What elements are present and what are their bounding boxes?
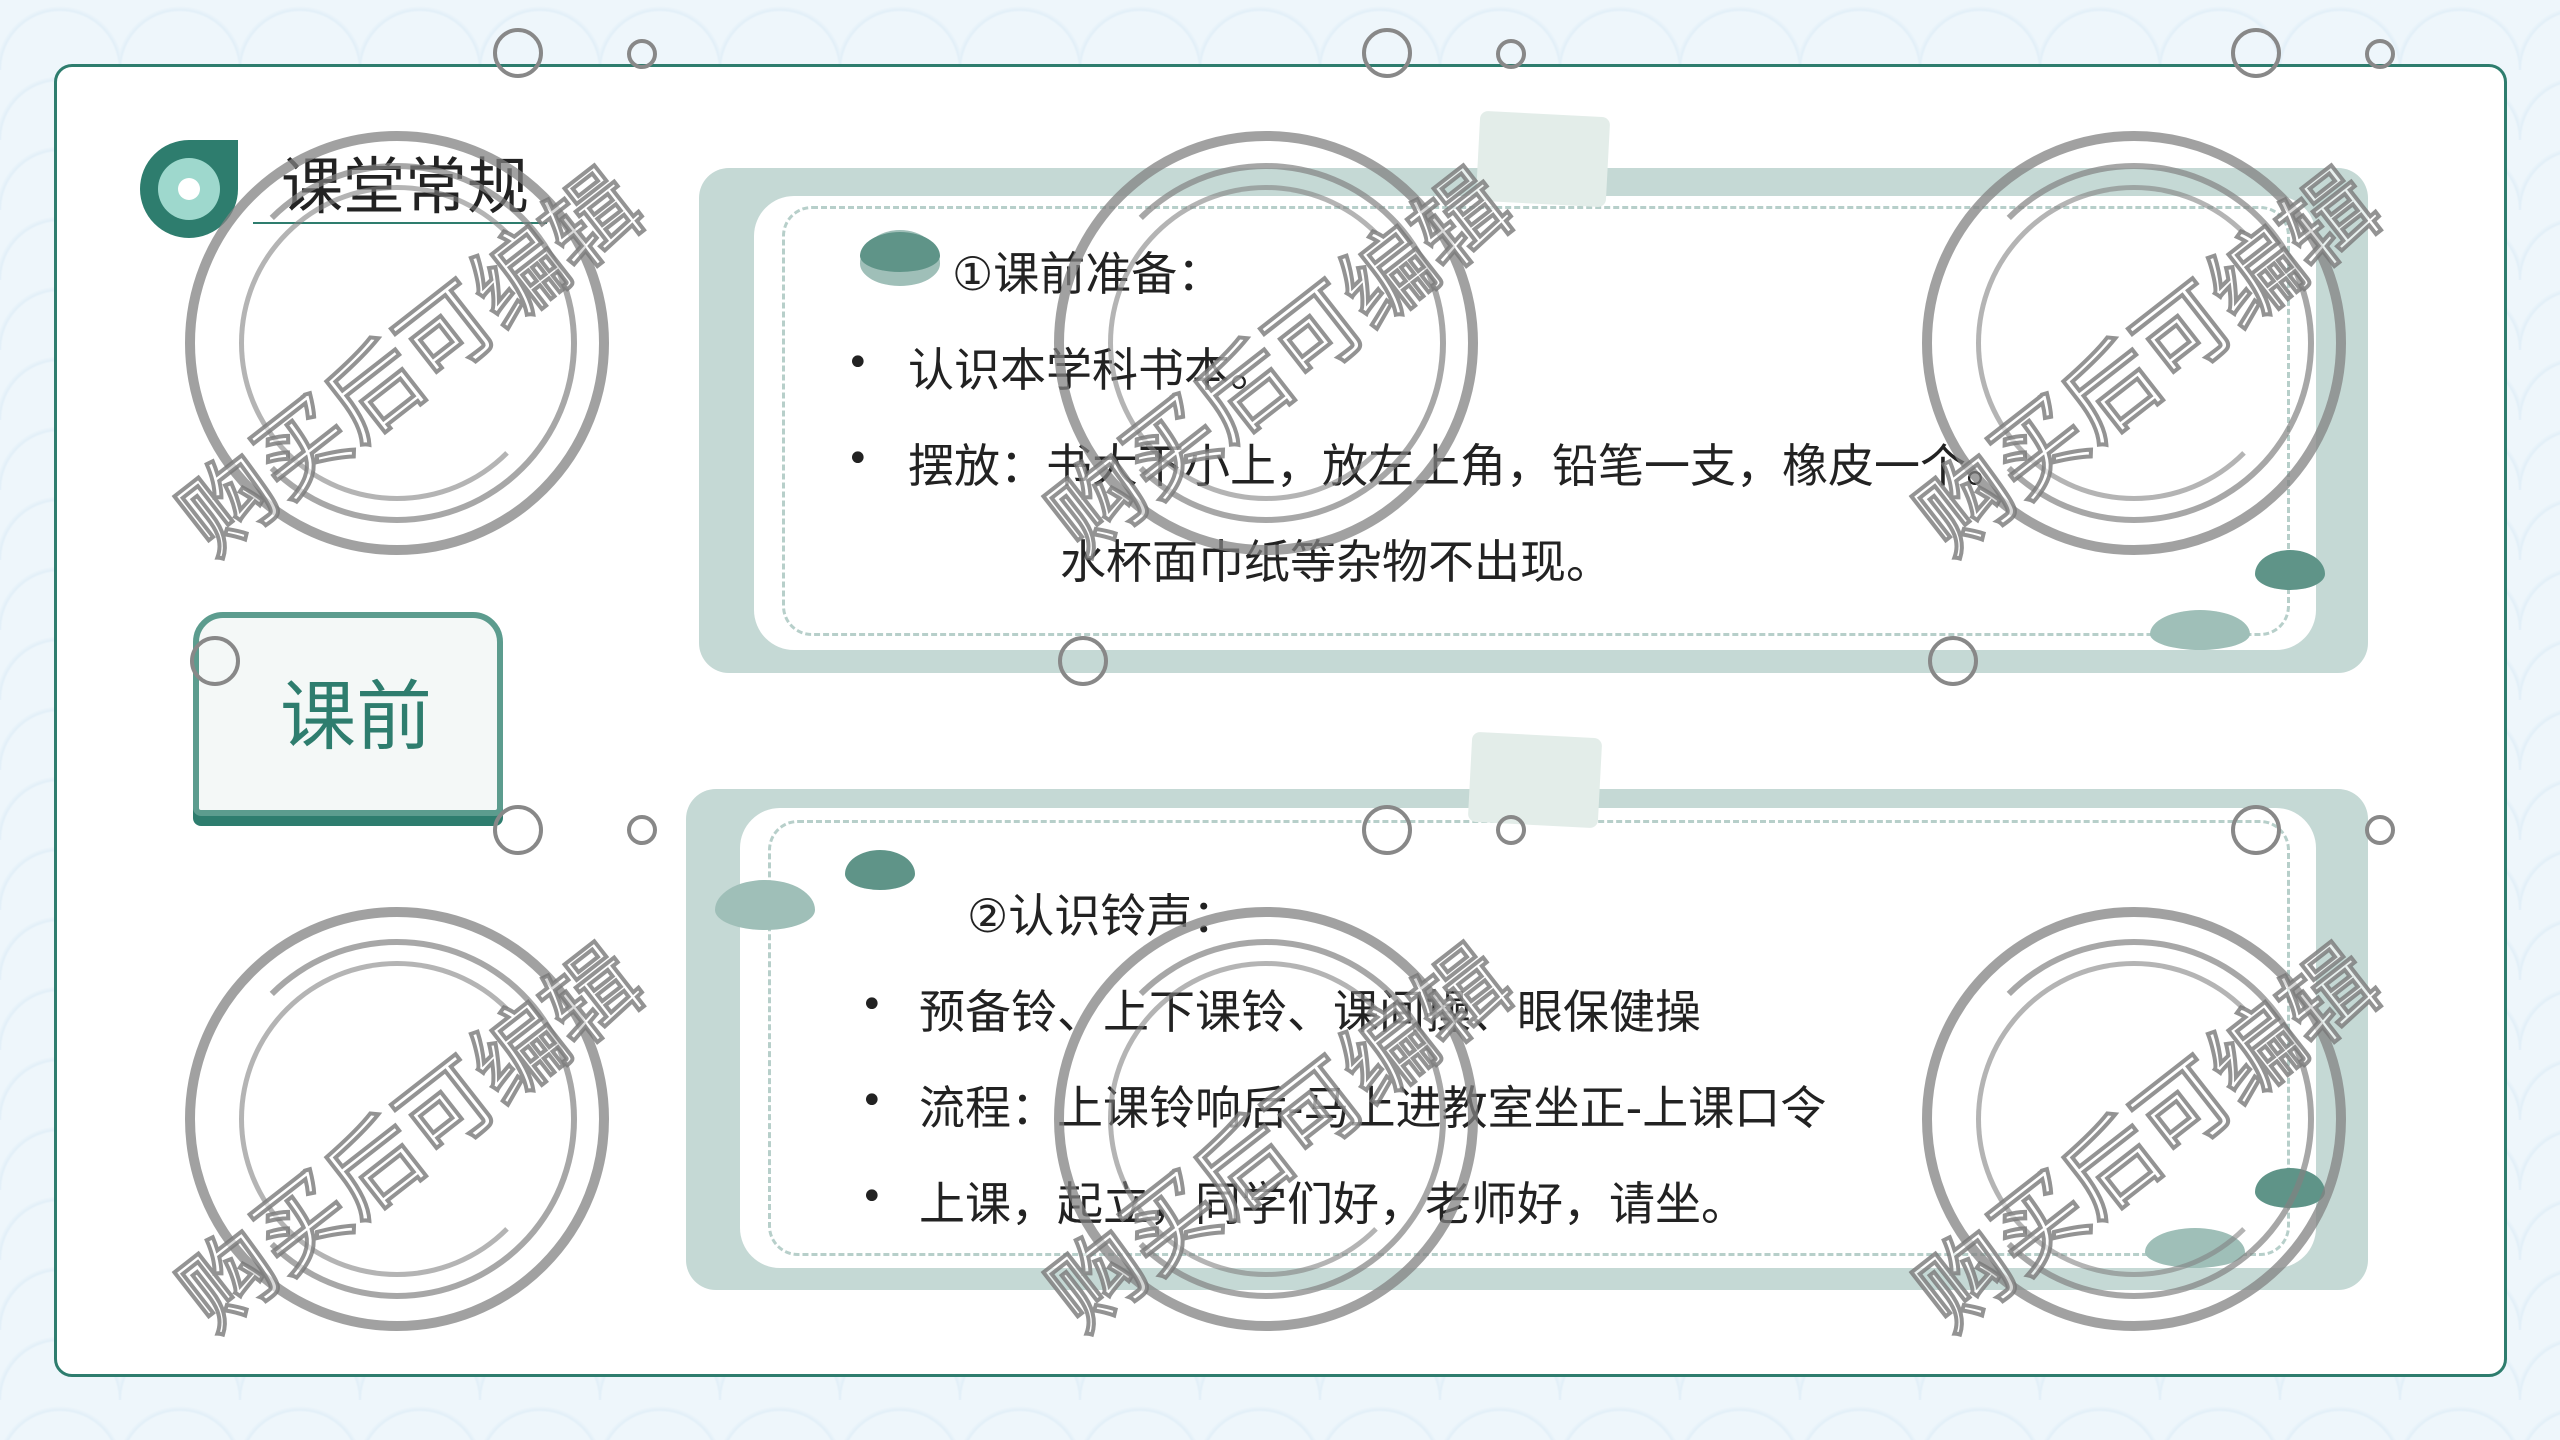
card-bells-heading: ②认识铃声： xyxy=(967,889,1239,943)
ring-decoration xyxy=(2231,28,2281,78)
ring-decoration xyxy=(1496,815,1526,845)
ring-decoration xyxy=(493,805,543,855)
heart-icon xyxy=(2145,1228,2245,1268)
list-item: 摆放：书大下小上，放左上角，铅笔一支，橡皮一个。 xyxy=(908,439,2012,493)
dashed-border xyxy=(782,206,2290,636)
list-item: 流程：上课铃响后-马上进教室坐正-上课口令 xyxy=(919,1081,1827,1135)
list-item: 预备铃、上下课铃、课间操、眼保健操 xyxy=(919,985,1701,1039)
list-item: 认识本学科书本。 xyxy=(908,343,1276,397)
heart-icon xyxy=(2255,1168,2325,1208)
section-label: 课前 xyxy=(280,672,432,761)
bullet: • xyxy=(846,340,870,386)
bullet: • xyxy=(860,982,884,1028)
ring-decoration xyxy=(627,815,657,845)
ring-decoration xyxy=(1362,28,1412,78)
heart-icon xyxy=(860,232,940,272)
ring-decoration xyxy=(190,636,240,686)
page-title: 课堂常规 xyxy=(281,150,530,223)
heart-icon xyxy=(2255,550,2325,590)
heart-icon xyxy=(2150,610,2250,650)
ring-decoration xyxy=(2231,805,2281,855)
bullet: • xyxy=(860,1078,884,1124)
ring-decoration xyxy=(493,28,543,78)
ring-decoration xyxy=(1362,805,1412,855)
ring-decoration xyxy=(1496,39,1526,69)
heart-icon xyxy=(715,880,815,930)
title-underline xyxy=(253,222,547,224)
card-prep-heading: ①课前准备： xyxy=(952,247,1224,301)
ring-decoration xyxy=(1928,636,1978,686)
bullet: • xyxy=(860,1174,884,1220)
tape-tab xyxy=(1475,110,1611,208)
title-badge-icon xyxy=(140,140,238,238)
list-item: 上课，起立，同学们好，老师好，请坐。 xyxy=(919,1177,1747,1231)
bullet: • xyxy=(846,436,870,482)
tape-tab xyxy=(1467,731,1603,829)
book-icon xyxy=(193,612,503,816)
ring-decoration xyxy=(627,39,657,69)
list-item-continuation: 水杯面巾纸等杂物不出现。 xyxy=(1060,535,1612,589)
card-bells-inner xyxy=(740,808,2316,1268)
ring-decoration xyxy=(2365,39,2395,69)
ring-decoration xyxy=(1058,636,1108,686)
ring-decoration xyxy=(2365,815,2395,845)
card-prep-inner xyxy=(754,196,2316,650)
heart-icon xyxy=(845,850,915,890)
